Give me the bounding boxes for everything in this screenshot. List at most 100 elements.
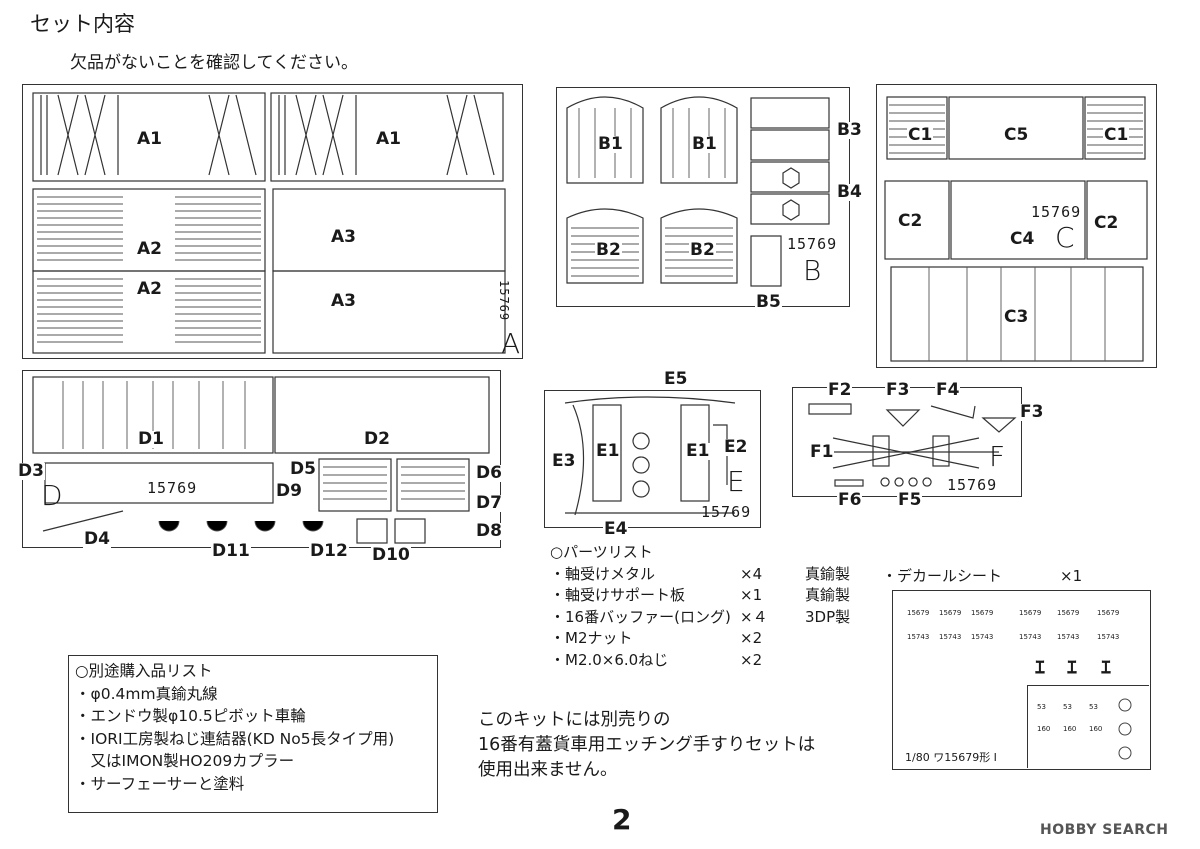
sheet-a-letter: A	[501, 327, 521, 360]
parts-list-item: ・M2ナット×2	[550, 629, 763, 647]
purchase-list-item: 又はIMON製HO209カプラー	[75, 752, 295, 770]
part-label-b1-2: B1	[691, 134, 718, 154]
sheet-a-number: 15769	[497, 280, 511, 322]
decal-subsheet	[1027, 685, 1149, 768]
parts-list-item: ・M2.0×6.0ねじ×2	[550, 650, 763, 669]
part-label-d4: D4	[83, 529, 111, 549]
part-label-d9: D9	[275, 481, 303, 501]
part-label-a3-2: A3	[330, 291, 357, 311]
part-label-b4: B4	[836, 182, 863, 202]
sheet-d-number: 15769	[147, 479, 198, 497]
part-label-c5: C5	[1003, 125, 1030, 145]
decal-caption: 1/80 ワ15679形 Ⅰ	[905, 751, 997, 764]
sheet-f-letter: F	[989, 440, 1006, 473]
decal-number: 15743	[907, 633, 930, 641]
decal-number: 15743	[1057, 633, 1080, 641]
parts-list-title: ○パーツリスト	[550, 543, 653, 561]
decal-number: 15743	[939, 633, 962, 641]
part-label-d2: D2	[363, 429, 391, 449]
part-label-d3: D3	[17, 461, 45, 481]
decal-kata: 53	[1037, 703, 1046, 711]
sheet-b-letter: B	[803, 254, 822, 287]
part-label-e2: E2	[723, 437, 749, 457]
part-label-e4: E4	[603, 519, 629, 539]
sheet-f-number: 15769	[947, 476, 998, 494]
purchase-list-title: ○別途購入品リスト	[75, 662, 213, 680]
part-label-e1-2: E1	[685, 441, 711, 461]
decal-kata: 160	[1037, 725, 1051, 733]
decal-round-marks	[1118, 698, 1132, 760]
sheet-f: F2 F3 F4 F3 F1 F6 F5 15769 F	[792, 382, 1045, 509]
decal-mark: ｴ	[1067, 655, 1077, 679]
part-label-f2: F2	[827, 380, 853, 400]
decal-mark: ｴ	[1035, 655, 1045, 679]
part-label-d8: D8	[475, 521, 503, 541]
part-label-d11: D11	[211, 541, 251, 561]
decal-number: 15679	[1097, 609, 1120, 617]
part-label-e3: E3	[551, 451, 577, 471]
part-label-c1-2: C1	[1103, 125, 1130, 145]
part-label-b2-2: B2	[689, 240, 716, 260]
part-label-b2: B2	[595, 240, 622, 260]
sheet-e-number: 15769	[701, 503, 752, 521]
sheet-a-drawing	[32, 92, 506, 354]
part-label-c2: C2	[897, 211, 924, 231]
compatibility-note: このキットには別売りの 16番有蓋貨車用エッチング手すりセットは 使用出来ません…	[478, 710, 816, 780]
part-label-d6: D6	[475, 463, 503, 483]
page-subtitle: 欠品がないことを確認してください。	[70, 53, 358, 73]
part-label-c2-2: C2	[1093, 213, 1120, 233]
page-number: 2	[612, 803, 632, 836]
decal-number: 15743	[1097, 633, 1120, 641]
part-label-a2-2: A2	[136, 279, 163, 299]
part-label-c3: C3	[1003, 307, 1030, 327]
sheet-f-drawing	[808, 403, 1017, 487]
decal-kata: 53	[1089, 703, 1098, 711]
decal-number: 15679	[971, 609, 994, 617]
decal-sheet: 15679 15679 15679 15679 15679 15679 1574…	[892, 590, 1151, 770]
part-label-f4: F4	[935, 380, 961, 400]
decal-kata: 160	[1063, 725, 1077, 733]
purchase-list-item: ・φ0.4mm真鍮丸線	[75, 684, 218, 703]
purchase-list-item: ・サーフェーサーと塗料	[75, 774, 245, 793]
part-label-b5: B5	[755, 292, 782, 312]
sheet-b: B1 B1 B2 B2 B3 B4 B5 15769 B	[556, 87, 863, 311]
part-label-a1-2: A1	[375, 129, 402, 149]
decal-title: ・デカールシート×1	[882, 567, 1083, 585]
purchase-list-item: ・IORI工房製ねじ連結器(KD No5長タイプ用)	[75, 729, 395, 748]
sheet-a: A1 A1 A2 A2 A3 A3 15769 A	[22, 84, 523, 360]
purchase-list-item: ・エンドウ製φ10.5ピボット車輪	[75, 707, 306, 725]
decal-kata: 160	[1089, 725, 1103, 733]
sheet-e: E5 E1 E1 E2 E3 E4 15769 E	[544, 371, 761, 538]
part-label-d5: D5	[289, 459, 317, 479]
part-label-d10: D10	[371, 545, 411, 565]
sheet-c-number: 15769	[1031, 203, 1082, 221]
part-label-f3: F3	[885, 380, 911, 400]
part-label-d1: D1	[137, 429, 165, 449]
decal-number: 15679	[1019, 609, 1042, 617]
sheet-e-drawing	[564, 396, 736, 516]
purchase-list: ○別途購入品リスト ・φ0.4mm真鍮丸線 ・エンドウ製φ10.5ピボット車輪 …	[68, 655, 438, 813]
sheet-c-letter: C	[1055, 221, 1075, 254]
sheet-b-number: 15769	[787, 235, 838, 253]
part-label-d12: D12	[309, 541, 349, 561]
part-label-f3-2: F3	[1019, 402, 1045, 422]
part-label-d7: D7	[475, 493, 503, 513]
part-label-e1: E1	[595, 441, 621, 461]
decal-number: 15679	[907, 609, 930, 617]
sheet-c: C1 C5 C1 C2 C4 C2 C3 15769 C	[876, 84, 1157, 368]
decal-mark: ｴ	[1101, 655, 1111, 679]
part-label-f6: F6	[837, 490, 863, 510]
sheet-e-letter: E	[727, 465, 745, 498]
decal-number: 15743	[1019, 633, 1042, 641]
part-label-a3: A3	[330, 227, 357, 247]
part-label-c1: C1	[907, 125, 934, 145]
part-label-b1: B1	[597, 134, 624, 154]
decal-number: 15679	[1057, 609, 1080, 617]
part-label-e5: E5	[663, 369, 689, 389]
page-title: セット内容	[30, 12, 135, 36]
decal-kata: 53	[1063, 703, 1072, 711]
